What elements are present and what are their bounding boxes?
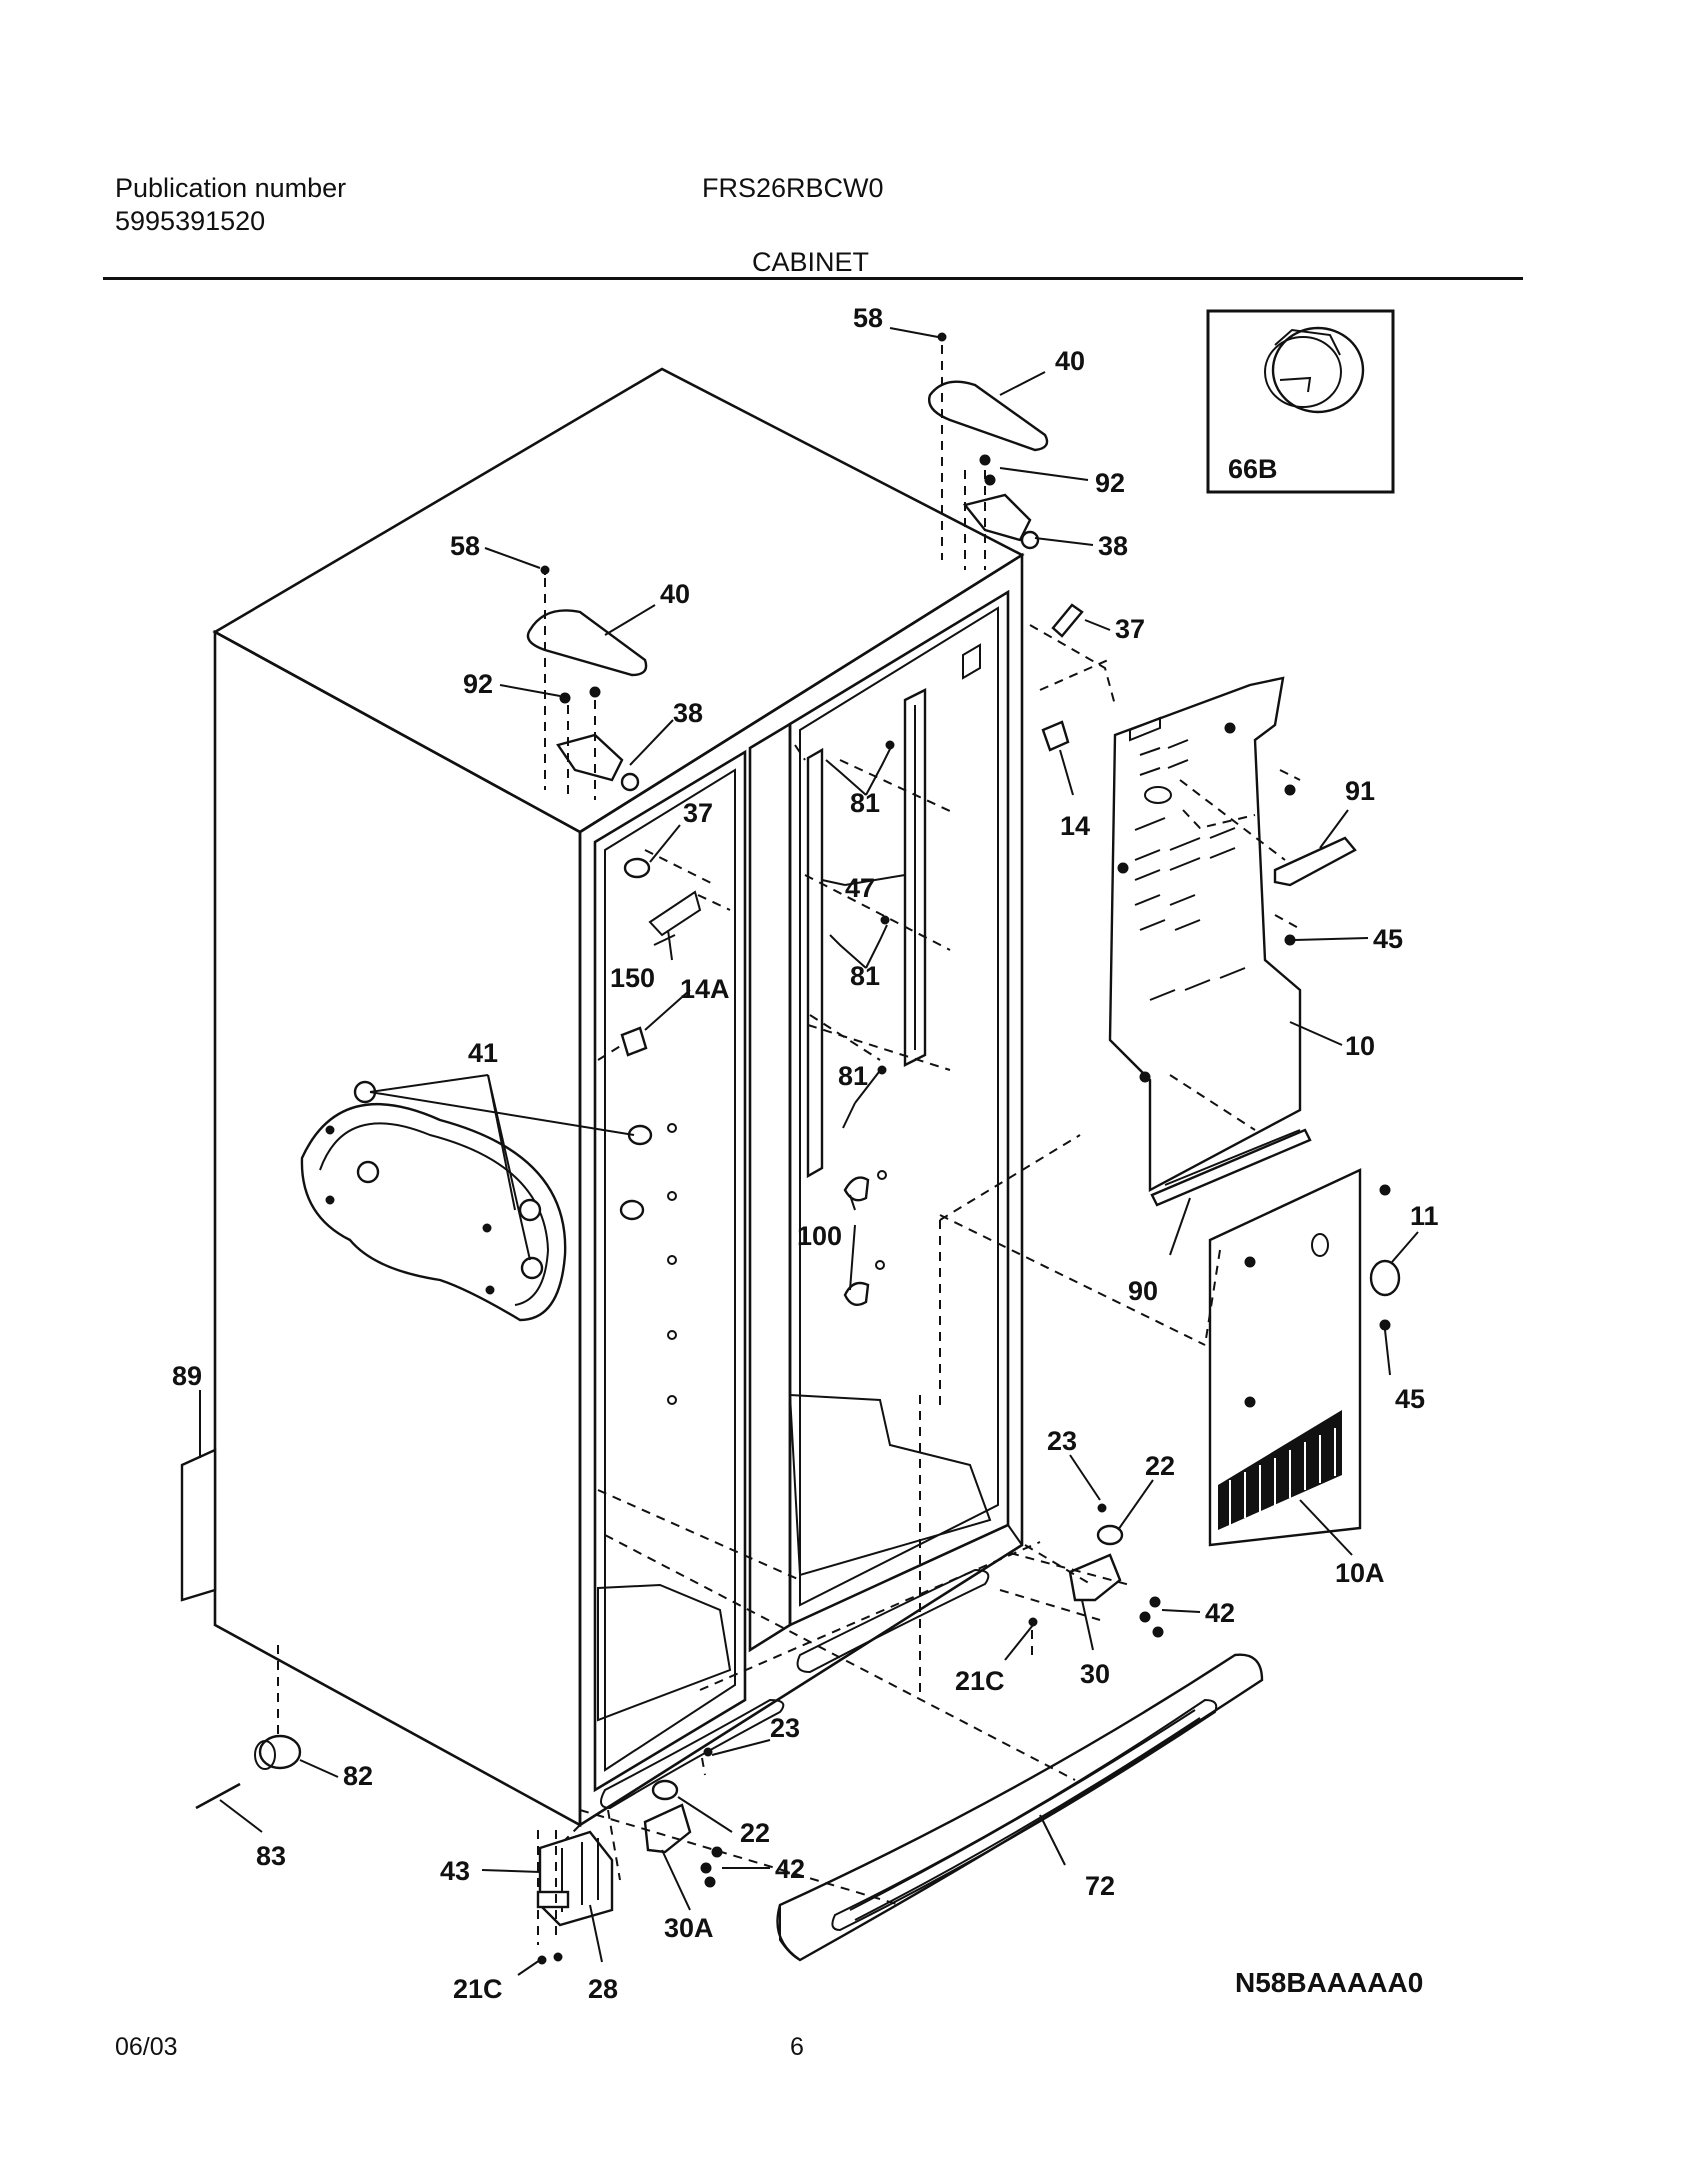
bracket-150 bbox=[648, 890, 702, 961]
callout-45-upper: 45 bbox=[1373, 924, 1403, 954]
callout-100: 100 bbox=[797, 1221, 842, 1251]
hinge-bracket-30 bbox=[1068, 1553, 1122, 1602]
rear-cover-10a bbox=[1208, 1168, 1362, 1547]
callout-labels: 58 40 92 38 37 66B 58 40 92 38 37 14 81 … bbox=[172, 303, 1439, 2004]
callout-21c-left: 21C bbox=[453, 1974, 503, 2004]
diagram-code: N58BAAAAA0 bbox=[1235, 1967, 1423, 1998]
callout-37-left: 37 bbox=[683, 798, 713, 828]
callout-89: 89 bbox=[172, 1361, 202, 1391]
door-stops-41 bbox=[619, 1123, 677, 1405]
switch-14a bbox=[620, 1026, 648, 1057]
callout-81-lower: 81 bbox=[838, 1061, 868, 1091]
cabinet-body bbox=[212, 367, 1025, 1828]
leveler-82 bbox=[254, 1734, 302, 1770]
roller-22-lower bbox=[651, 1779, 679, 1801]
callout-10: 10 bbox=[1345, 1031, 1375, 1061]
callout-38-top-right: 38 bbox=[1098, 531, 1128, 561]
section-title: CABINET bbox=[752, 247, 870, 277]
callout-22-upper: 22 bbox=[1145, 1451, 1175, 1481]
callout-81-middle: 81 bbox=[850, 961, 880, 991]
callout-83: 83 bbox=[256, 1841, 286, 1871]
model-number: FRS26RBCW0 bbox=[702, 173, 884, 203]
screw-83 bbox=[195, 1782, 241, 1810]
callout-11: 11 bbox=[1410, 1201, 1439, 1231]
roller-22-upper bbox=[1096, 1524, 1124, 1546]
publication-number: 5995391520 bbox=[115, 206, 266, 236]
callout-58-left: 58 bbox=[450, 531, 480, 561]
footer-date: 06/03 bbox=[115, 2033, 178, 2061]
door-closer-41 bbox=[300, 1080, 567, 1322]
callout-37-top-right: 37 bbox=[1115, 614, 1145, 644]
evaporator-cover-10 bbox=[1108, 676, 1302, 1192]
top-hinge-right bbox=[928, 332, 1049, 570]
callout-45-lower: 45 bbox=[1395, 1384, 1425, 1414]
callout-47: 47 bbox=[845, 873, 875, 903]
callout-23-upper: 23 bbox=[1047, 1426, 1077, 1456]
callout-150: 150 bbox=[610, 963, 655, 993]
callout-66b: 66B bbox=[1228, 454, 1278, 484]
callout-81-upper: 81 bbox=[850, 788, 880, 818]
callout-42-lower: 42 bbox=[775, 1854, 805, 1884]
callout-90: 90 bbox=[1128, 1276, 1158, 1306]
bracket-89 bbox=[180, 1448, 217, 1602]
callout-22-lower: 22 bbox=[740, 1818, 770, 1848]
callout-28: 28 bbox=[588, 1974, 618, 2004]
callout-43: 43 bbox=[440, 1856, 470, 1886]
page-number: 6 bbox=[790, 2033, 804, 2061]
switch-14 bbox=[1041, 720, 1070, 752]
screws-misc bbox=[537, 722, 1391, 1965]
toe-grille-72 bbox=[776, 1653, 1264, 1962]
hinge-bracket-30a bbox=[643, 1803, 692, 1854]
callout-38-left: 38 bbox=[673, 698, 703, 728]
callout-21c-right: 21C bbox=[955, 1666, 1005, 1696]
callout-30a: 30A bbox=[664, 1913, 714, 1943]
bottom-hinge-43 bbox=[536, 1830, 614, 1927]
leader-lines bbox=[199, 327, 1419, 1976]
callout-58-top-right: 58 bbox=[853, 303, 883, 333]
callout-40-left: 40 bbox=[660, 579, 690, 609]
spacer-37-right bbox=[1051, 603, 1084, 638]
callout-82: 82 bbox=[343, 1761, 373, 1791]
screws-42 bbox=[700, 1596, 1164, 1888]
callout-30: 30 bbox=[1080, 1659, 1110, 1689]
bracket-91 bbox=[1273, 836, 1357, 887]
callout-40-top-right: 40 bbox=[1055, 346, 1085, 376]
callout-14a: 14A bbox=[680, 974, 730, 1004]
spacer-37-left bbox=[623, 857, 651, 879]
phantom-lines bbox=[277, 568, 1303, 1945]
callout-92-left: 92 bbox=[463, 669, 493, 699]
callout-92-top-right: 92 bbox=[1095, 468, 1125, 498]
callout-91: 91 bbox=[1345, 776, 1375, 806]
callout-42-upper: 42 bbox=[1205, 1598, 1235, 1628]
grommet-11 bbox=[1369, 1259, 1401, 1297]
callout-41: 41 bbox=[468, 1038, 498, 1068]
inset-66b bbox=[1206, 309, 1395, 494]
callout-10a: 10A bbox=[1335, 1558, 1385, 1588]
callout-23-lower: 23 bbox=[770, 1713, 800, 1743]
publication-number-label: Publication number bbox=[115, 173, 347, 203]
callout-14: 14 bbox=[1060, 811, 1090, 841]
header-rule bbox=[103, 277, 1523, 280]
callout-72: 72 bbox=[1085, 1871, 1115, 1901]
trough-90 bbox=[1150, 1128, 1312, 1207]
shelf-ladders bbox=[806, 688, 927, 1179]
top-hinge-left bbox=[526, 565, 648, 800]
